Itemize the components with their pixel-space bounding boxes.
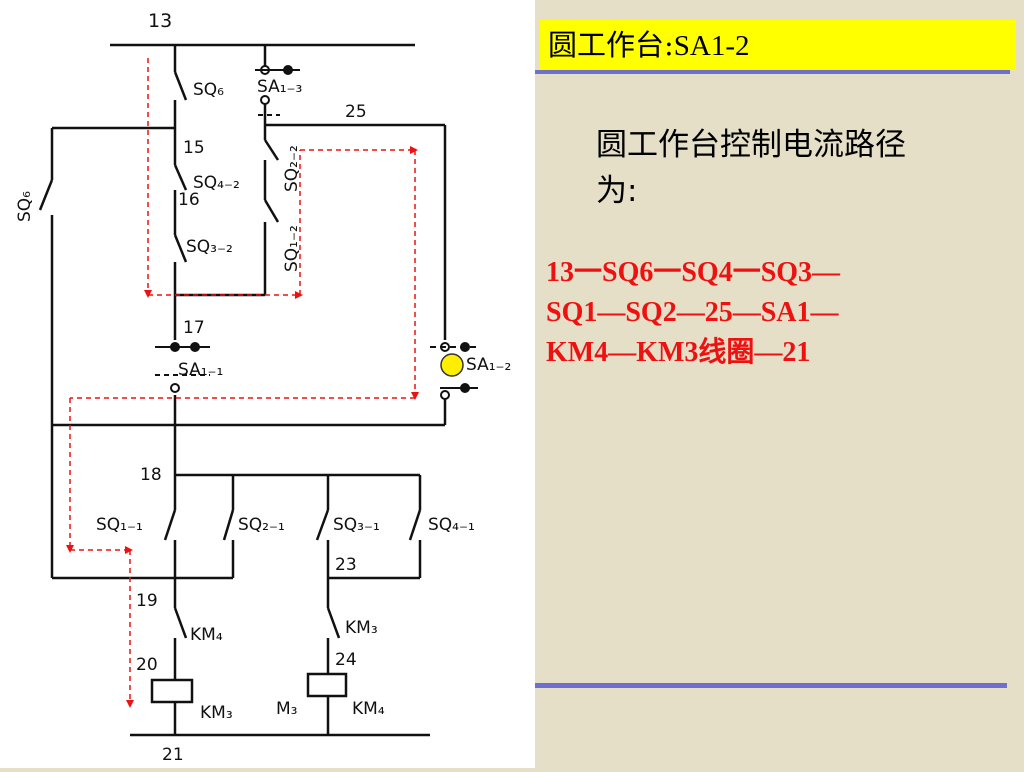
sq11-label: SQ₁₋₁ — [96, 515, 143, 535]
sq32-label: SQ₃₋₂ — [186, 237, 233, 257]
current-path-arrows — [66, 146, 419, 708]
node-25-label: 25 — [345, 102, 367, 122]
sq6-left-label: SQ₆ — [15, 191, 35, 222]
km4-contact-label: KM₄ — [190, 625, 223, 645]
node-19-label: 19 — [136, 591, 158, 611]
sq31-label: SQ₃₋₁ — [333, 515, 380, 535]
sa13-label: SA₁₋₃ — [257, 77, 302, 97]
path-line-3: KM4—KM3线圈—21 — [546, 337, 811, 368]
sq22-label: SQ₂₋₂ — [282, 145, 302, 192]
slide-title-banner: 圆工作台:SA1-2 — [540, 20, 1016, 70]
sq12-label: SQ₁₋₂ — [282, 225, 302, 272]
sq42-label: SQ₄₋₂ — [193, 173, 240, 193]
current-path — [69, 58, 416, 705]
node-15-label: 15 — [183, 138, 205, 158]
sa11-label: SA₁₋₁ — [178, 360, 223, 380]
km3-contact-label: KM₃ — [345, 618, 378, 638]
title-code: SA1-2 — [673, 30, 750, 62]
node-16-label: 16 — [178, 190, 200, 210]
path-description: 圆工作台控制电流路径为: — [596, 127, 906, 209]
selector-switch-contacts — [155, 65, 478, 400]
node-17-label: 17 — [183, 318, 205, 338]
node-13-label: 13 — [148, 10, 172, 32]
sq6-main-label: SQ₆ — [193, 80, 224, 100]
sq21-label: SQ₂₋₁ — [238, 515, 285, 535]
sq41-label: SQ₄₋₁ — [428, 515, 475, 535]
path-line-1: 13一SQ6一SQ4一SQ3— — [546, 257, 841, 288]
m3-label: M₃ — [276, 699, 297, 719]
node-23-label: 23 — [335, 555, 357, 575]
path-line-2: SQ1—SQ2—25—SA1— — [546, 297, 839, 328]
node-18-label: 18 — [140, 465, 162, 485]
circuit-diagram-panel: 13 15 16 17 18 19 20 21 23 24 25 SQ₆ SQ₆… — [0, 0, 535, 768]
sa12-label: SA₁₋₂ — [466, 355, 511, 375]
km3-coil-label: KM₃ — [200, 703, 233, 723]
diagram-labels: 13 15 16 17 18 19 20 21 23 24 25 SQ₆ SQ₆… — [15, 10, 511, 765]
bottom-divider — [535, 683, 1007, 688]
circuit-diagram: 13 15 16 17 18 19 20 21 23 24 25 SQ₆ SQ₆… — [15, 10, 511, 765]
title-prefix: 圆工作台: — [548, 28, 674, 62]
km4-coil-label: KM₄ — [352, 699, 385, 719]
sa12-highlight-marker — [440, 353, 464, 377]
node-20-label: 20 — [136, 655, 158, 675]
node-24-label: 24 — [335, 650, 357, 670]
current-path-text: 13一SQ6一SQ4一SQ3— SQ1—SQ2—25—SA1— KM4—KM3线… — [546, 253, 1016, 373]
node-21-label: 21 — [162, 745, 184, 765]
wires — [38, 43, 447, 737]
